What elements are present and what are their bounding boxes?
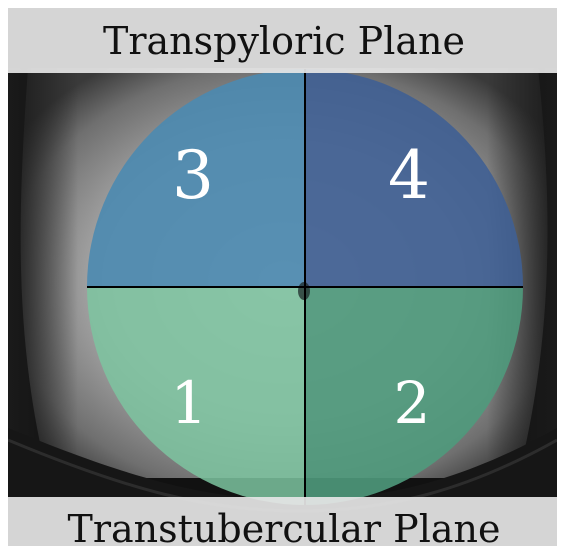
quadrant-2-number: 2	[394, 369, 431, 437]
quadrant-3-number: 3	[172, 137, 214, 214]
abdominal-quadrant-diagram: 3 4 1 2 Transpyloric Plane Transtubercul…	[8, 8, 557, 546]
quadrant-1-number: 1	[171, 369, 208, 437]
transtubercular-plane-label: Transtubercular Plane	[67, 507, 500, 546]
transpyloric-plane-label: Transpyloric Plane	[103, 19, 465, 63]
diagram-canvas: 3 4 1 2 Transpyloric Plane Transtubercul…	[8, 8, 557, 546]
torso-shadow-left	[8, 68, 78, 488]
quadrant-4-number: 4	[388, 137, 430, 214]
